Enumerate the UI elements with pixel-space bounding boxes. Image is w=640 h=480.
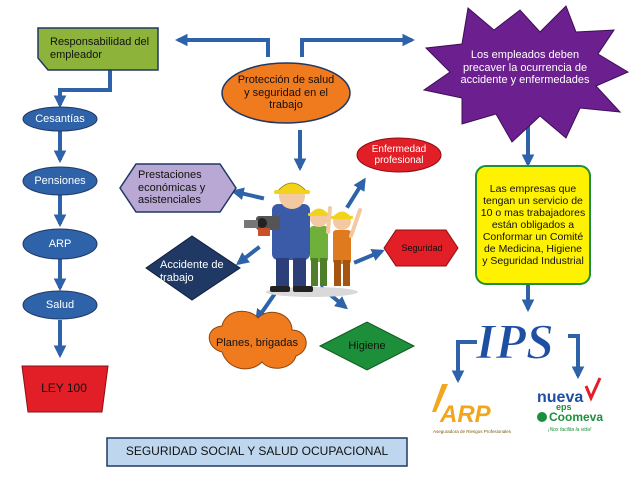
arrow-to-enfermedad [345, 177, 366, 209]
enfermedad-ellipse [356, 137, 442, 173]
arrow-ips-to-arp [451, 340, 477, 384]
seguridad-label: Seguridad [401, 242, 443, 253]
planes-cloud [208, 310, 307, 370]
prestaciones-label: Prestaciones económicas y asistenciales [138, 169, 206, 207]
planes-label: Planes, brigadas [216, 336, 298, 349]
arrow-to-empleados [300, 33, 416, 57]
ley-box [21, 365, 109, 413]
empleados-label: Los empleados deben precaver la ocurrenc… [460, 49, 590, 87]
arrow-to-prestaciones [231, 187, 265, 201]
arrow-to-planes [255, 289, 279, 323]
enfermedad-label: Enfermedad profesional [371, 143, 427, 167]
ips-logo-text: IPS [475, 313, 554, 369]
responsabilidad-label: Responsabilidad del empleador [50, 36, 150, 61]
workers-illustration [244, 182, 362, 297]
empresas-box [475, 165, 591, 285]
salud-ellipse [22, 290, 98, 320]
empresas-label: Las empresas que tengan un servicio de 1… [480, 182, 586, 268]
proteccion-label: Protección de salud y seguridad en el tr… [237, 74, 335, 112]
arrow-responsabilidad-to-cesantias [53, 68, 112, 109]
arp-logo: ARP Aseguradora de Riesgos Profesionales [432, 384, 512, 434]
arp-logo-subtitle: Aseguradora de Riesgos Profesionales [433, 429, 512, 434]
seguridad-hexagon [383, 229, 459, 267]
responsabilidad-box [37, 27, 159, 71]
arrow-to-seguridad [353, 249, 385, 265]
cesantias-label: Cesantías [35, 112, 85, 125]
ley-label: LEY 100 [41, 381, 87, 396]
nueva-logo-text: nueva [537, 389, 583, 406]
arrow-to-responsabilidad [174, 33, 270, 57]
cesantias-ellipse [22, 106, 98, 132]
arrow-ips-to-nuevaeps [568, 334, 585, 380]
footer-title: SEGURIDAD SOCIAL Y SALUD OCUPACIONAL [125, 444, 389, 459]
prestaciones-hexagon [119, 163, 237, 213]
pensiones-ellipse [22, 166, 98, 196]
nueva-eps-logo: nueva eps Coomeva ¡Nos facilita la vida! [537, 377, 603, 433]
higiene-diamond [318, 321, 416, 371]
arp-logo-text: ARP [439, 401, 492, 428]
ips-logo: IPS [475, 313, 555, 370]
salud-label: Salud [45, 298, 75, 311]
accidente-label: Accidente de trabajo [160, 259, 224, 284]
arp-label: ARP [48, 237, 72, 250]
higiene-label: Higiene [348, 339, 386, 352]
empleados-star [422, 5, 630, 143]
proteccion-ellipse [221, 62, 351, 124]
eps-logo-text: eps [556, 402, 572, 412]
arrow-to-accidente [235, 245, 261, 266]
accidente-diamond [145, 235, 241, 301]
coomeva-logo-text: Coomeva [549, 410, 603, 424]
coomeva-tagline: ¡Nos facilita la vida! [548, 427, 592, 433]
arp-ellipse [22, 228, 98, 260]
footer-box [106, 437, 408, 467]
pensiones-label: Pensiones [34, 174, 86, 187]
